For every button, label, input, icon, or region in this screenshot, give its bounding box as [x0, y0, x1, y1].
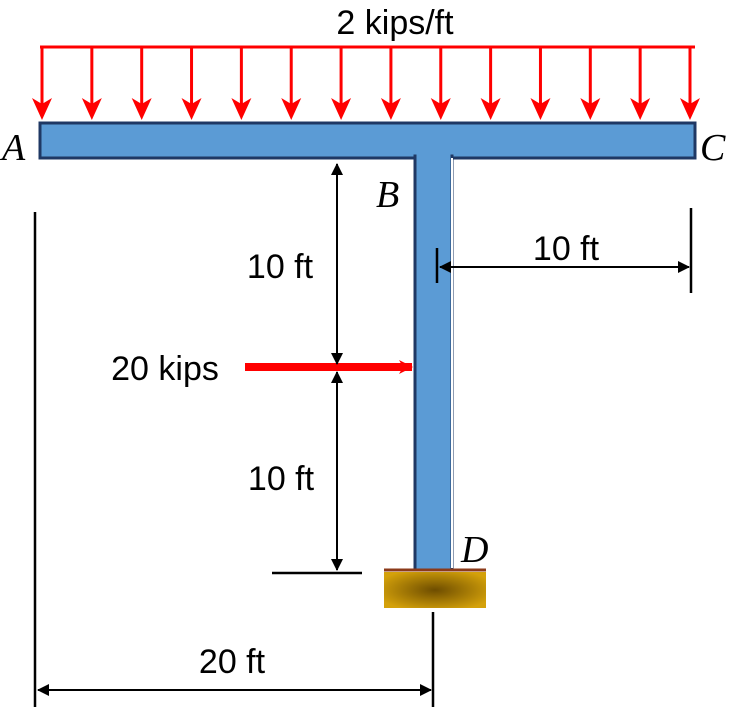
- load-arrow-head: [281, 98, 302, 120]
- column-joint-cover: [416, 154, 451, 162]
- load-arrow-head: [530, 98, 551, 120]
- load-arrow-head: [231, 98, 252, 120]
- distributed-load: [32, 45, 700, 120]
- point-load-label: 20 kips: [111, 350, 219, 388]
- frame: [38, 121, 697, 572]
- load-arrow-head: [81, 98, 102, 120]
- dimensions: [33, 163, 693, 707]
- load-arrow-head: [380, 98, 401, 120]
- load-arrow-head: [680, 98, 700, 120]
- fixed-support-d: [384, 568, 486, 608]
- point-a-label: A: [0, 127, 26, 169]
- point-d-label: D: [460, 529, 488, 571]
- load-arrow-head: [181, 98, 202, 120]
- dim-upper-label: 10 ft: [247, 248, 314, 286]
- load-arrow-head: [580, 98, 601, 120]
- load-arrow-head: [430, 98, 451, 120]
- dim-right-label: 10 ft: [533, 230, 600, 268]
- dim-lower-label: 10 ft: [248, 460, 315, 498]
- load-arrow-head: [480, 98, 501, 120]
- load-arrow-head: [32, 98, 52, 120]
- beam-ac: [38, 121, 697, 160]
- column-bd: [413, 154, 454, 572]
- dim-base-label: 20 ft: [199, 643, 266, 681]
- support-block: [384, 572, 486, 608]
- point-b-label: B: [376, 174, 399, 216]
- load-arrow-head: [630, 98, 651, 120]
- load-arrows: [32, 47, 700, 120]
- distributed-load-label: 2 kips/ft: [336, 4, 454, 42]
- load-arrow-head: [331, 98, 352, 120]
- point-c-label: C: [700, 127, 726, 169]
- load-arrow-head: [131, 98, 152, 120]
